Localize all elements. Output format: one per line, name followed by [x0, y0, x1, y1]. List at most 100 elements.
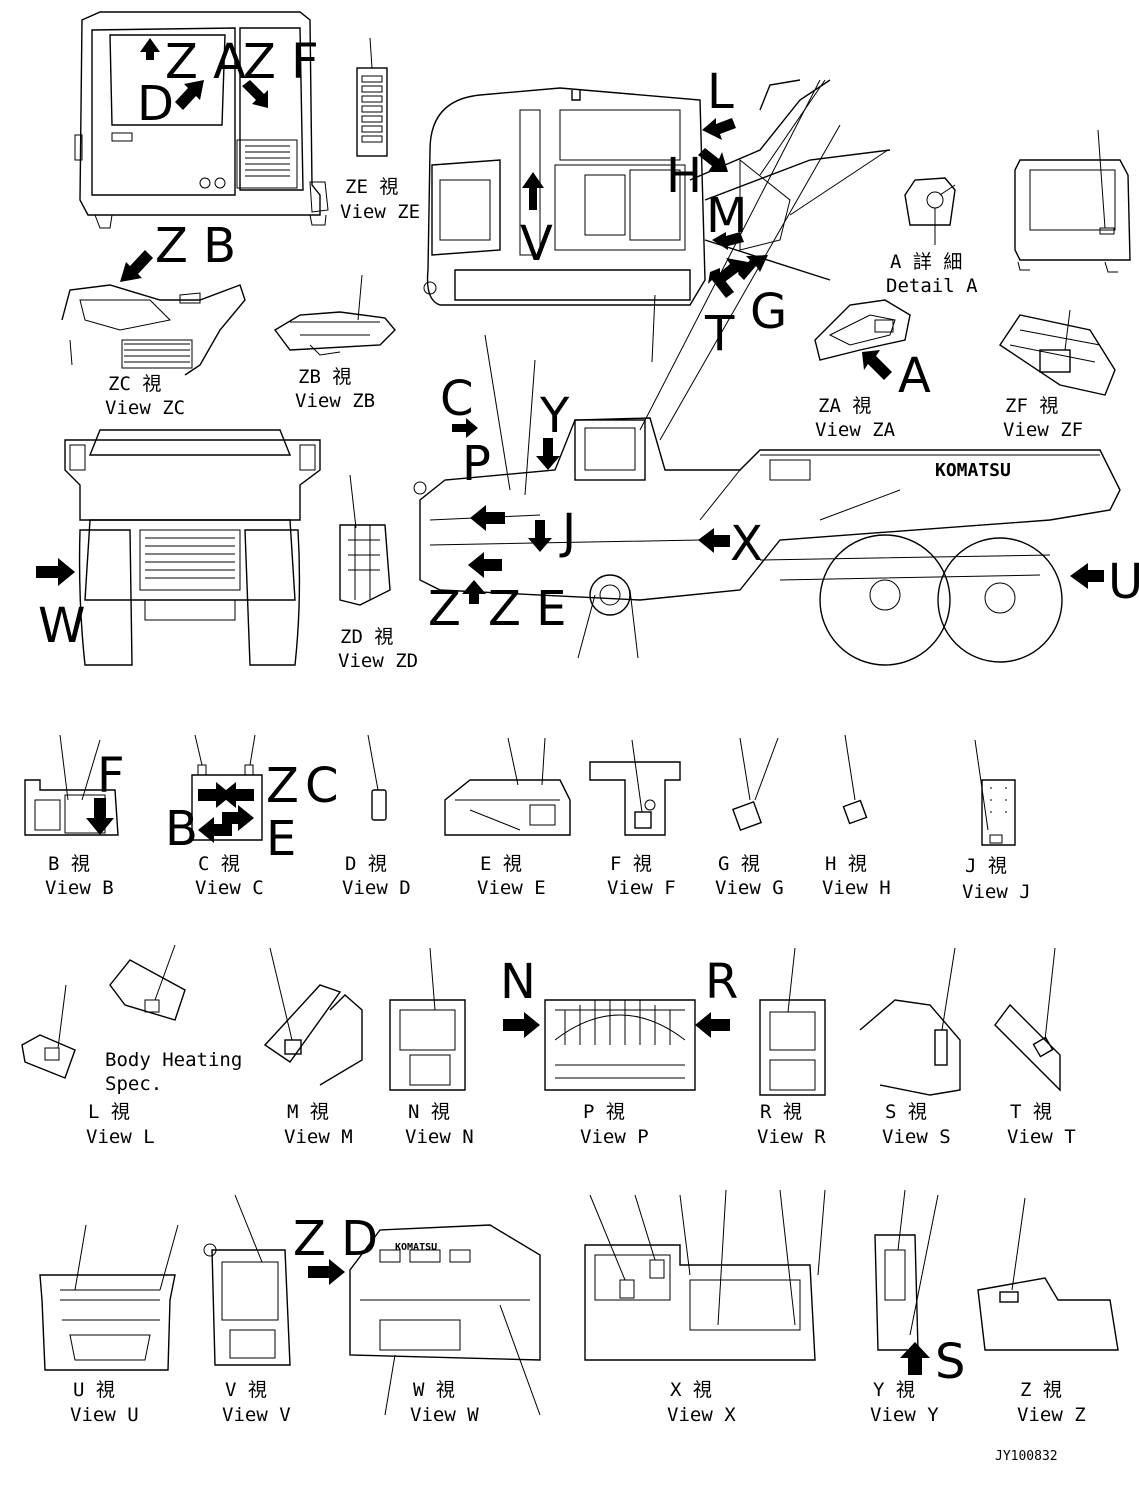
caption-zd-jp: ZD 視 [340, 626, 393, 648]
arrow-right-icon [503, 1012, 540, 1038]
view-c-drawing [191, 734, 263, 841]
view-zb-drawing [273, 274, 396, 356]
caption-c-jp: C 視 [198, 853, 240, 875]
caption-y-en: View Y [870, 1404, 939, 1426]
truck-side-view [413, 79, 1121, 666]
arrow-right-icon [222, 805, 254, 831]
caption-p-jp: P 視 [583, 1101, 625, 1123]
arrow-up-right-icon [716, 258, 748, 284]
arrow-right-icon [452, 418, 478, 438]
arrow-left-icon [698, 528, 730, 553]
caption-w-jp: W 視 [413, 1379, 455, 1401]
caption-b-jp: B 視 [48, 853, 90, 875]
caption-v-en: View V [222, 1404, 291, 1426]
arrow-down-icon [528, 520, 552, 552]
drawing-number: JY100832 [995, 1449, 1058, 1464]
letter-ze: Z E [488, 581, 566, 637]
view-g-drawing [732, 737, 779, 831]
caption-f-en: View F [607, 877, 676, 899]
machine-top-view [423, 79, 891, 363]
arrow-up-icon [900, 1342, 930, 1375]
view-j-drawing [974, 739, 1016, 846]
view-f-drawing [589, 739, 681, 836]
caption-s-jp: S 視 [885, 1101, 927, 1123]
view-u-drawing [39, 1224, 179, 1371]
view-h-drawing [842, 734, 868, 825]
caption-zc-en: View ZC [105, 397, 185, 419]
caption-zf-en: View ZF [1003, 419, 1083, 441]
caption-m-en: View M [284, 1126, 353, 1148]
letter-j: J [559, 504, 576, 560]
letter-t: T [704, 306, 735, 362]
caption-m-jp: M 視 [287, 1101, 329, 1123]
view-p-drawing [544, 999, 696, 1091]
letter-x: X [730, 516, 763, 572]
caption-s-en: View S [882, 1126, 951, 1148]
arrow-left-icon [712, 232, 744, 250]
caption-j-en: View J [962, 881, 1031, 903]
view-zf-drawing [999, 309, 1116, 396]
direction-arrows [36, 38, 1104, 1375]
caption-r-en: View R [757, 1126, 826, 1148]
caption-u-jp: U 視 [73, 1379, 115, 1401]
arrow-up-right-icon [738, 255, 768, 280]
body-heating-note-line1: Body Heating [105, 1049, 242, 1071]
arrow-left-icon [468, 552, 502, 578]
view-m-drawing [263, 947, 363, 1086]
letter-zd: Z D [293, 1211, 378, 1267]
caption-t-jp: T 視 [1010, 1101, 1052, 1123]
caption-e-en: View E [477, 877, 546, 899]
view-s-drawing [859, 947, 961, 1096]
view-captions: ZE 視 View ZE ZC 視 View ZC ZB 視 View ZB A… [45, 176, 1086, 1426]
letter-m: M [706, 188, 747, 244]
cab-rear-drawing [74, 11, 329, 229]
caption-b-en: View B [45, 877, 114, 899]
arrow-down-icon [536, 438, 560, 470]
label-plate-ze [356, 37, 388, 157]
caption-g-en: View G [715, 877, 784, 899]
caption-zc-jp: ZC 視 [108, 373, 161, 395]
letter-w: W [38, 598, 85, 654]
view-l-drawing [21, 944, 186, 1079]
letter-b: B [165, 801, 198, 857]
caption-h-jp: H 視 [825, 853, 867, 875]
letter-n: N [500, 954, 536, 1010]
letter-s: S [935, 1334, 965, 1390]
letter-y: Y [539, 388, 570, 444]
view-t-drawing [994, 947, 1061, 1092]
caption-n-en: View N [405, 1126, 474, 1148]
caption-w-en: View W [410, 1404, 479, 1426]
view-d-drawing [367, 734, 387, 821]
caption-f-jp: F 視 [610, 853, 652, 875]
arrow-left-icon [220, 782, 254, 808]
arrow-left-icon [470, 505, 505, 531]
arrow-up-icon [140, 38, 160, 60]
brand-logo-text: KOMATSU [935, 460, 1011, 481]
letter-r: R [705, 954, 738, 1010]
arrow-right-icon [308, 1259, 345, 1285]
caption-d-jp: D 視 [345, 853, 387, 875]
letter-v: V [520, 216, 553, 272]
cab-side-drawing [1014, 129, 1131, 273]
brand-logo-text-w: KOMATSU [395, 1242, 437, 1253]
caption-x-jp: X 視 [670, 1379, 712, 1401]
caption-l-en: View L [86, 1126, 155, 1148]
arrow-left-icon [198, 817, 232, 843]
caption-u-en: View U [70, 1404, 139, 1426]
letter-a: A [898, 348, 931, 404]
caption-v-jp: V 視 [225, 1379, 267, 1401]
letter-p: P [462, 436, 491, 492]
view-x-drawing [584, 1189, 826, 1361]
letter-z: Z [428, 581, 461, 637]
arrow-up-icon [462, 580, 486, 604]
view-za-drawing [814, 299, 911, 361]
caption-zb-en: View ZB [295, 390, 375, 412]
body-heating-note-line2: Spec. [105, 1073, 162, 1095]
caption-n-jp: N 視 [408, 1101, 450, 1123]
caption-p-en: View P [580, 1126, 649, 1148]
arrow-left-icon [1070, 563, 1104, 589]
arrow-down-right-icon [698, 148, 728, 172]
arrow-up-left-icon [862, 350, 892, 380]
caption-zf-jp: ZF 視 [1005, 395, 1058, 417]
